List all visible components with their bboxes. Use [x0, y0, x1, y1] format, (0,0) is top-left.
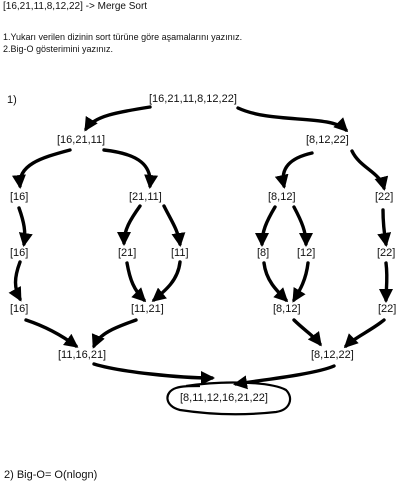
arrow-11-to-merge-11-21	[151, 260, 182, 302]
merge2-node: [11,16,21]	[58, 349, 107, 361]
arrow-8-12-to-8	[255, 205, 277, 247]
arrow-8-12-to-8-12-22	[292, 318, 322, 347]
arrow-8-12-22-to-result	[233, 364, 336, 390]
level2-node: [16]	[10, 191, 29, 203]
arrow-16-to-merge-16	[8, 260, 22, 302]
arrow-22-to-22	[377, 208, 392, 247]
merge1-node: [11,21]	[131, 303, 164, 315]
task-2: 2.Big-O gösterimini yazınız.	[3, 44, 114, 54]
arrow-22-to-merge-22	[379, 261, 394, 303]
arrow-21-to-merge-11-21	[125, 261, 147, 303]
problem-title: [16,21,11,8,12,22] -> Merge Sort	[3, 1, 148, 12]
arrow-8-to-merge-8-12	[262, 261, 289, 303]
level2-node: [21,11]	[129, 191, 162, 203]
arrow-21-11-to-11	[162, 204, 186, 247]
section-1-label: 1)	[7, 94, 17, 106]
arrow-12-to-merge-8-12	[292, 261, 310, 303]
arrow-right-to-22	[350, 149, 389, 191]
level2-node: [8,12]	[268, 191, 296, 203]
level3-node: [21]	[118, 247, 137, 259]
arrow-16-to-11-16-21	[24, 318, 79, 348]
arrow-11-16-21-to-result	[92, 362, 215, 385]
arrow-22-to-8-12-22	[343, 318, 386, 349]
arrow-11-21-to-11-16-21	[91, 318, 138, 349]
task-1: 1.Yukarı verilen dizinin sort türüne gör…	[3, 32, 243, 42]
split-right-node: [8,12,22]	[306, 134, 349, 146]
root-node: [16,21,11,8,12,22]	[149, 93, 237, 105]
arrow-root-to-left	[84, 105, 152, 132]
sorted-result: [8,11,12,16,21,22]	[180, 392, 268, 404]
level3-node: [12]	[297, 247, 316, 259]
result-circle	[166, 381, 292, 416]
level3-node: [22]	[377, 247, 396, 259]
level3-node: [11]	[171, 247, 189, 259]
level3-node: [8]	[257, 247, 270, 259]
level3-node: [16]	[10, 247, 29, 259]
arrow-right-to-8-12	[274, 151, 314, 189]
arrow-21-11-to-21	[117, 204, 142, 246]
merge1-node: [22]	[378, 303, 397, 315]
split-left-node: [16,21,11]	[57, 134, 106, 146]
answer-2: 2) Big-O= O(nlogn)	[4, 469, 98, 481]
arrow-8-12-to-12	[292, 205, 313, 247]
arrow-root-to-right	[236, 106, 349, 133]
merge1-node: [16]	[10, 303, 29, 315]
merge2-node: [8,12,22]	[311, 349, 354, 361]
arrow-16-to-16	[17, 206, 33, 247]
level2-node: [22]	[375, 191, 394, 203]
arrow-left-to-16	[11, 148, 72, 189]
arrow-left-to-21-11	[102, 148, 159, 189]
merge1-node: [8,12]	[273, 303, 301, 315]
